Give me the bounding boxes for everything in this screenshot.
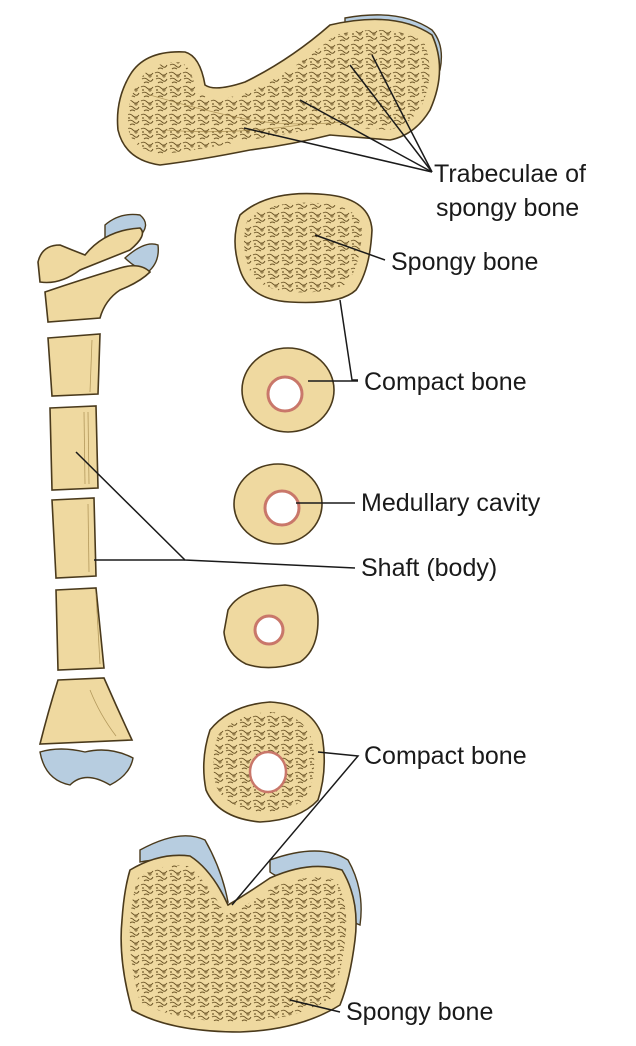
label-trabeculae-line2: spongy bone	[436, 194, 579, 222]
leader-trabeculae-4	[371, 54, 433, 173]
cross-section-compact-3	[223, 584, 319, 669]
leader-compact-upper	[339, 299, 358, 381]
label-compact-bone-upper: Compact bone	[364, 368, 527, 396]
label-medullary-cavity: Medullary cavity	[361, 489, 541, 517]
leader-trabeculae-2	[299, 99, 433, 173]
proximal-epiphysis-section	[116, 14, 443, 166]
cross-section-compact-2	[233, 463, 323, 545]
label-spongy-bone-bottom: Spongy bone	[346, 998, 493, 1026]
cross-section-distal	[202, 701, 326, 823]
leader-trabeculae-1	[243, 127, 433, 173]
label-trabeculae-line1: Trabeculae of	[434, 160, 586, 188]
longitudinal-bone-segments	[37, 213, 159, 786]
label-compact-bone-lower: Compact bone	[364, 742, 527, 770]
leader-trabeculae-3	[349, 64, 433, 173]
leader-compact-lower	[231, 751, 360, 906]
leader-spongy-top	[314, 234, 386, 261]
label-spongy-bone-top: Spongy bone	[391, 248, 538, 276]
leader-lines	[75, 54, 433, 1013]
cross-section-spongy	[234, 192, 373, 304]
label-shaft-body: Shaft (body)	[361, 554, 497, 582]
leader-spongy-bottom	[289, 999, 341, 1013]
distal-epiphysis-section	[120, 835, 362, 1033]
labels: Trabeculae of spongy bone Spongy bone Co…	[346, 160, 586, 1026]
cross-section-compact-1	[241, 347, 335, 433]
